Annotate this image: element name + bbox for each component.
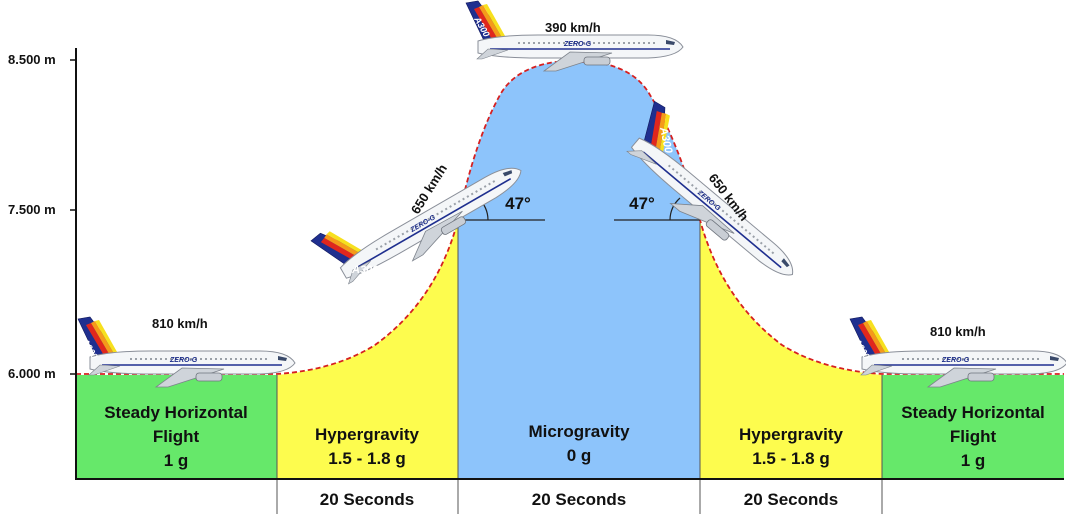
altitude-label-7500: 7.500 m <box>8 202 56 217</box>
angle-label-left: 47° <box>505 194 531 213</box>
phase-label-steady-left-line2: Flight <box>153 427 200 446</box>
duration-label-hypergravity-left: 20 Seconds <box>320 490 415 509</box>
phase-label-steady-right-line3: 1 g <box>961 451 986 470</box>
phase-label-hypergravity-right-line2: 1.5 - 1.8 g <box>752 449 829 468</box>
aircraft-climb-tail-text: A300 <box>351 264 379 276</box>
phase-label-steady-right-line2: Flight <box>950 427 997 446</box>
phase-label-microgravity-line2: 0 g <box>567 446 592 465</box>
region-steady-left <box>76 375 277 479</box>
speed-label-right-level: 810 km/h <box>930 324 986 339</box>
region-hypergravity-right <box>700 220 882 479</box>
region-separators <box>276 220 883 514</box>
phase-label-hypergravity-right-line1: Hypergravity <box>739 425 843 444</box>
aircraft-top: A300 ZERO-G <box>465 0 684 72</box>
phase-label-hypergravity-left-line2: 1.5 - 1.8 g <box>328 449 405 468</box>
region-hypergravity-left <box>277 220 458 479</box>
phase-label-hypergravity-left-line1: Hypergravity <box>315 425 419 444</box>
phase-label-steady-left-line1: Steady Horizontal <box>104 403 248 422</box>
duration-label-hypergravity-right: 20 Seconds <box>744 490 839 509</box>
angle-label-right: 47° <box>629 194 655 213</box>
phase-label-steady-left-line3: 1 g <box>164 451 189 470</box>
phase-label-steady-right-line1: Steady Horizontal <box>901 403 1045 422</box>
phase-label-microgravity-line1: Microgravity <box>528 422 630 441</box>
svg-text:ZERO-G: ZERO-G <box>169 357 198 364</box>
svg-text:ZERO-G: ZERO-G <box>563 41 592 48</box>
region-microgravity <box>458 62 700 479</box>
speed-label-left-level: 810 km/h <box>152 316 208 331</box>
aircraft-climb: ZERO-G <box>309 129 534 301</box>
speed-label-top: 390 km/h <box>545 20 601 35</box>
altitude-label-8500: 8.500 m <box>8 52 56 67</box>
duration-label-microgravity: 20 Seconds <box>532 490 627 509</box>
altitude-label-6000: 6.000 m <box>8 366 56 381</box>
region-steady-right <box>882 375 1064 479</box>
aircraft-dive-tail-text: A300 <box>657 125 675 155</box>
angle-arc-right <box>669 197 681 221</box>
svg-text:ZERO-G: ZERO-G <box>941 357 970 364</box>
aircraft-dive: ZERO-G <box>609 98 824 294</box>
